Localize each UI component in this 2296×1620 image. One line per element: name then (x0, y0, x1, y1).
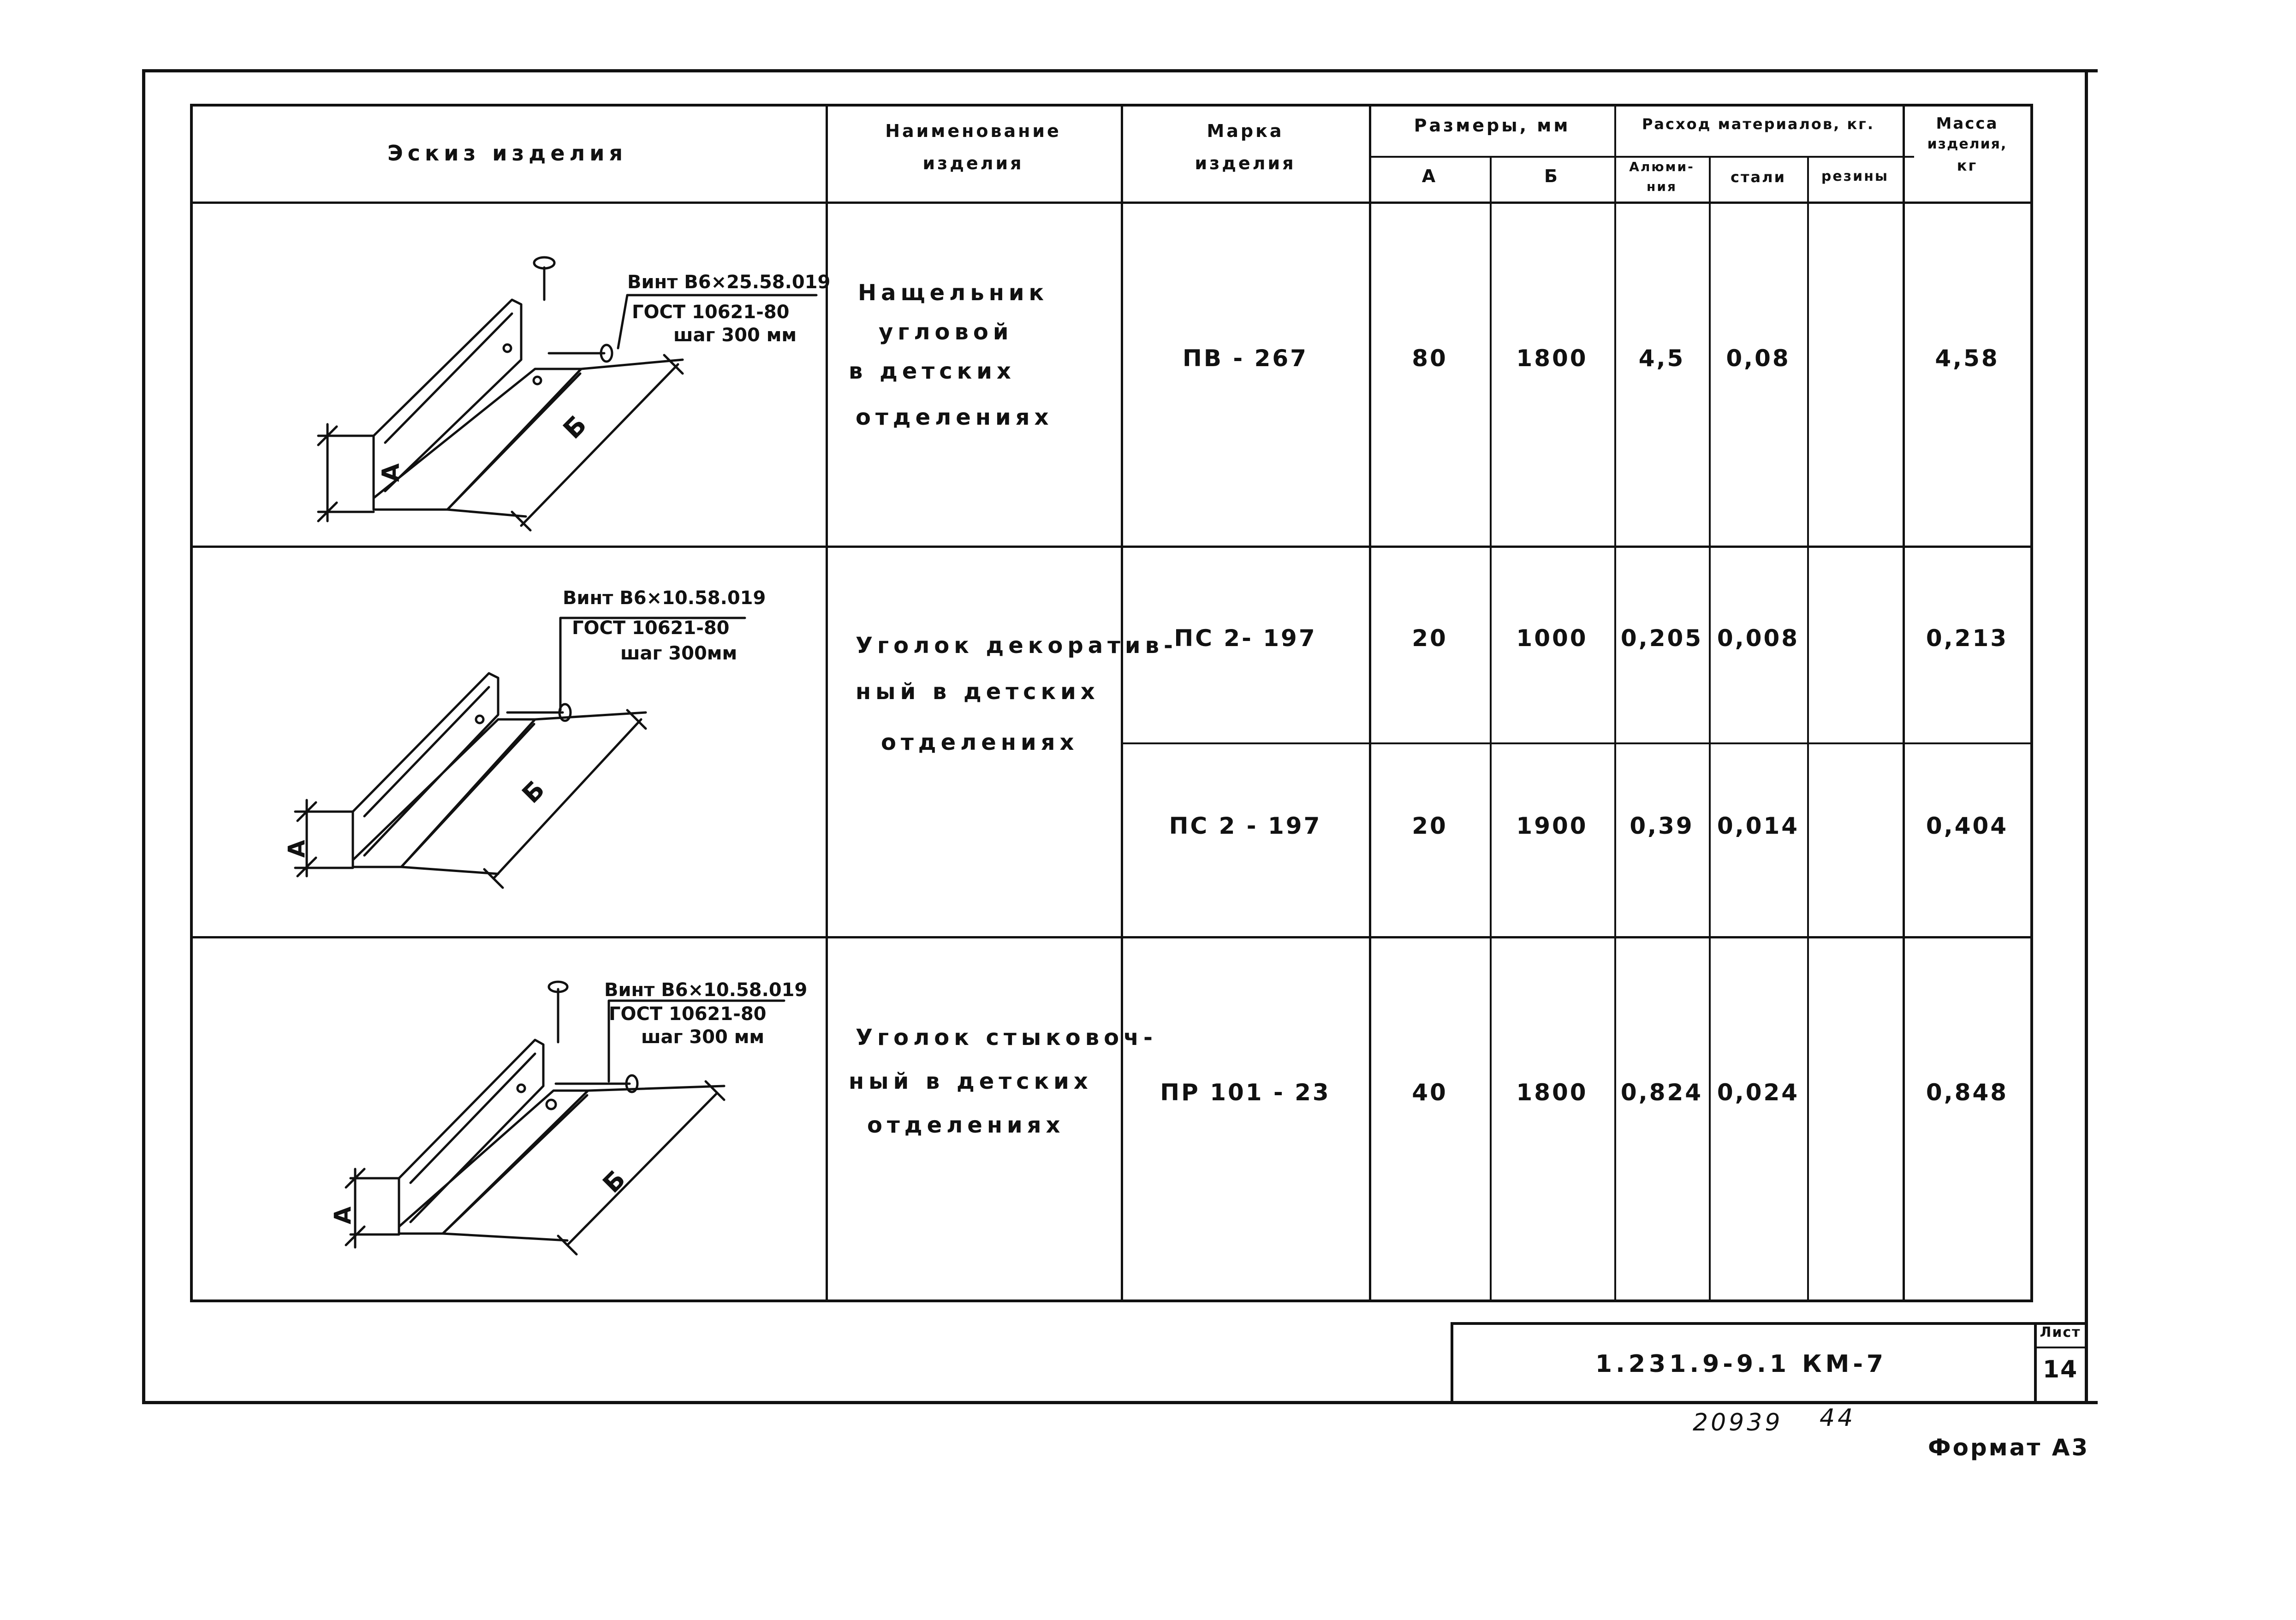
row1-aluminum: 4,5 (1638, 345, 1685, 372)
row3-dim-a-label: А (329, 1206, 356, 1224)
row1-name-line3: в детских (849, 358, 1016, 384)
row2-screw-line3: шаг 300мм (620, 643, 737, 664)
header-mark-line2: изделия (1195, 153, 1296, 173)
row3-screw-line2: ГОСТ 10621-80 (609, 1003, 766, 1025)
row2a-steel: 0,008 (1717, 625, 1800, 652)
row3-mass: 0,848 (1926, 1079, 2009, 1106)
header-sizes: Размеры, мм (1414, 115, 1570, 136)
row1-name-line1: Нащельник (858, 280, 1049, 306)
row1-screw-line1: Винт В6×25.58.019 (627, 272, 830, 293)
row1-name-line4: отделениях (856, 404, 1053, 430)
header-rubber: резины (1821, 168, 1889, 184)
row2a-mass: 0,213 (1926, 625, 2009, 652)
row3-name-line1: Уголок стыковоч- (856, 1025, 1157, 1050)
row1-dim-a-label: А (377, 463, 405, 482)
row2-name-line1: Уголок декоратив- (856, 633, 1178, 659)
row1-steel: 0,08 (1726, 345, 1790, 372)
row3-name-line3: отделениях (867, 1112, 1065, 1138)
sheet-label: Лист (2040, 1324, 2081, 1341)
row1-size-b: 1800 (1516, 345, 1588, 372)
row2a-aluminum: 0,205 (1620, 625, 1703, 652)
header-materials: Расход материалов, кг. (1642, 115, 1875, 133)
row2b-mark: ПС 2 - 197 (1169, 813, 1322, 839)
header-name-line2: изделия (922, 153, 1024, 173)
header-aluminum-line2: ния (1647, 179, 1677, 194)
row2-dim-a-label: А (283, 840, 310, 858)
page-number: 44 (1820, 1404, 1856, 1432)
header-mass-line1: Масса (1936, 114, 1999, 133)
row2b-size-a: 20 (1412, 813, 1448, 839)
row1-dim-b-label: Б (558, 410, 593, 445)
row2-name-line3: отделениях (881, 730, 1079, 755)
row1-screw-line2: ГОСТ 10621-80 (632, 302, 789, 323)
header-mass-line2: изделия, (1927, 136, 2007, 152)
row1-mass: 4,58 (1935, 345, 1999, 372)
row2-dim-b-label: Б (517, 775, 551, 809)
row2b-mass: 0,404 (1926, 813, 2009, 839)
row3-size-b: 1800 (1516, 1079, 1588, 1106)
header-name-line1: Наименование (885, 121, 1061, 141)
row2b-steel: 0,014 (1717, 813, 1800, 839)
header-mark-line1: Марка (1207, 121, 1284, 141)
row3-size-a: 40 (1412, 1079, 1448, 1106)
row3-name-line2: ный в детских (849, 1068, 1093, 1094)
row2-name-line2: ный в детских (856, 679, 1100, 705)
row1-mark: ПВ - 267 (1183, 345, 1308, 372)
row1-size-a: 80 (1412, 345, 1448, 372)
row2-screw-line2: ГОСТ 10621-80 (572, 617, 729, 639)
row2b-aluminum: 0,39 (1630, 813, 1694, 839)
row3-steel: 0,024 (1717, 1079, 1800, 1106)
header-mass-line3: кг (1957, 157, 1978, 174)
sheet-number: 14 (2042, 1356, 2078, 1383)
row2-screw-line1: Винт В6×10.58.019 (563, 587, 766, 609)
row2b-size-b: 1900 (1516, 813, 1588, 839)
format-label: Формат А3 (1928, 1434, 2090, 1461)
inventory-number: 20939 (1693, 1409, 1783, 1436)
row3-screw-line1: Винт В6×10.58.019 (604, 979, 807, 1001)
header-size-b: Б (1544, 166, 1560, 186)
row2a-size-b: 1000 (1516, 625, 1588, 652)
row3-dim-b-label: Б (597, 1165, 631, 1199)
header-size-a: А (1422, 166, 1438, 186)
drawing-code: 1.231.9-9.1 КМ-7 (1595, 1350, 1887, 1378)
row3-screw-line3: шаг 300 мм (641, 1027, 764, 1048)
row2a-mark: ПС 2- 197 (1174, 625, 1317, 652)
row1-name-line2: угловой (879, 319, 1013, 345)
header-steel: стали (1731, 168, 1786, 186)
row1-screw-line3: шаг 300 мм (673, 325, 797, 346)
row3-aluminum: 0,824 (1620, 1079, 1703, 1106)
row2a-size-a: 20 (1412, 625, 1448, 652)
header-aluminum-line1: Алюми- (1629, 159, 1695, 174)
header-sketch: Эскиз изделия (387, 141, 627, 166)
row3-mark: ПР 101 - 23 (1160, 1079, 1331, 1106)
